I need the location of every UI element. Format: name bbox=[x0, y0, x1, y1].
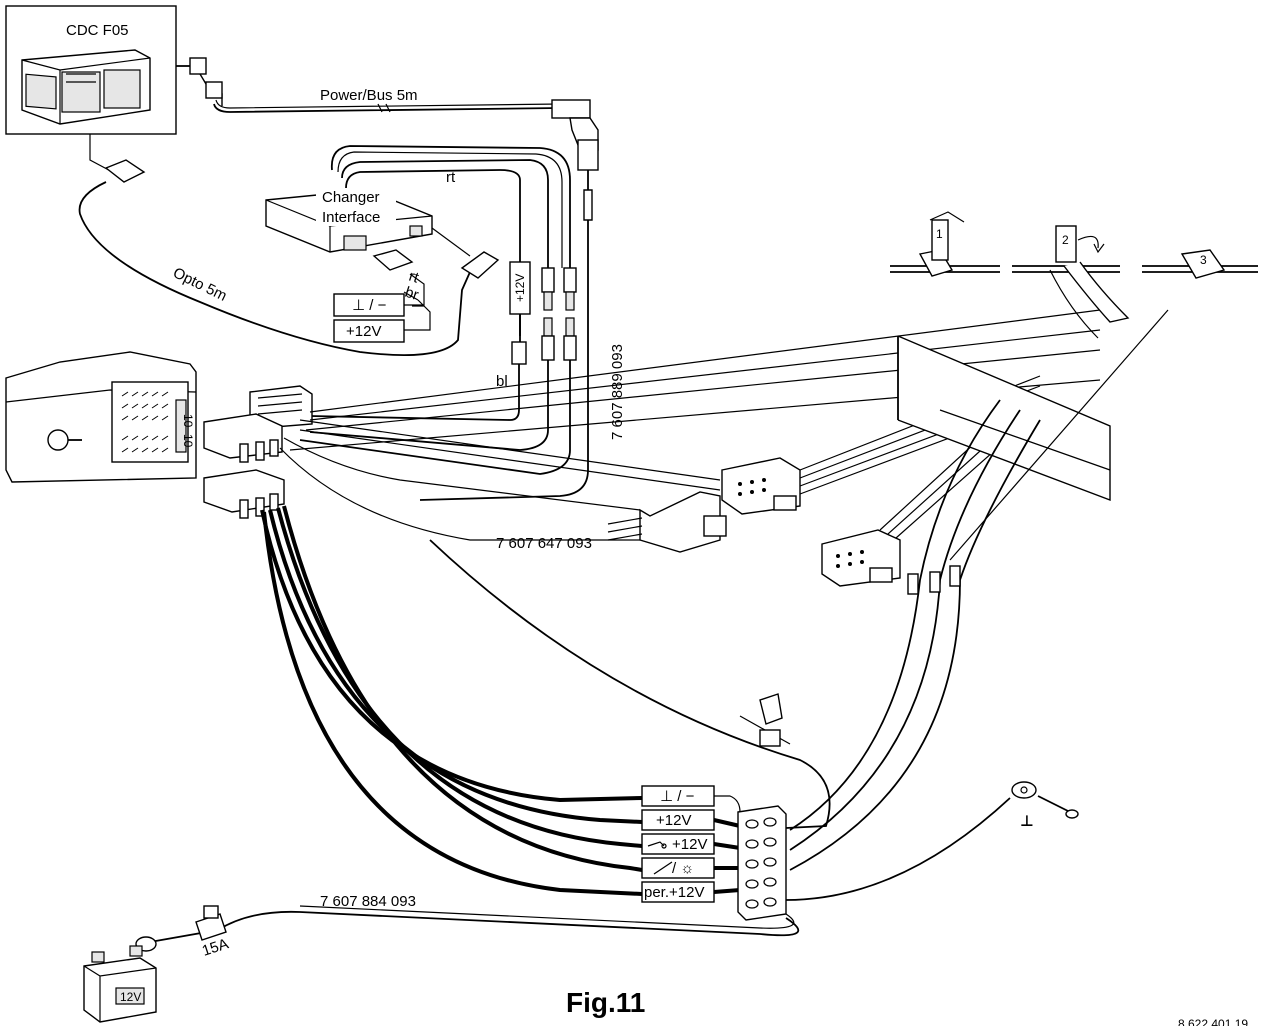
radio-iso-connectors bbox=[203, 385, 313, 519]
clip-steps: 1 2 3 bbox=[890, 211, 1258, 339]
battery-icon: 12V bbox=[83, 945, 157, 1023]
rt-top-label: rt bbox=[446, 169, 456, 186]
interface-label-2: Interface bbox=[322, 209, 380, 226]
terminal-12v bbox=[333, 319, 405, 343]
terminal-labels: ⊥ / − +12V +12V / ☼ per.+12V bbox=[641, 785, 741, 903]
clip-step-2: 2 bbox=[1062, 233, 1069, 247]
svg-text:+12V: +12V bbox=[656, 812, 691, 829]
changer-interface: Changer Interface rt br ⊥ / − +12V bbox=[265, 188, 471, 343]
ground-symbol: ⊥ bbox=[1020, 813, 1034, 830]
ground-lead: ⊥ bbox=[429, 539, 1079, 901]
svg-text:⊥ / −: ⊥ / − bbox=[660, 788, 695, 805]
svg-text:⊥ / −: ⊥ / − bbox=[352, 297, 387, 314]
radio-unit: 10 10 bbox=[5, 351, 197, 483]
pin-label-2: 10 bbox=[181, 434, 195, 448]
svg-text:per.+12V: per.+12V bbox=[644, 884, 704, 901]
signal-wires: rt +12V bl 7 607 889 093 bbox=[299, 145, 626, 475]
terminal-block bbox=[737, 805, 787, 921]
svg-text:+12V: +12V bbox=[672, 836, 707, 853]
battery-lead: 7 607 884 093 15A bbox=[135, 893, 800, 960]
svg-text:+12V: +12V bbox=[513, 274, 527, 302]
harness-main-label: 7 607 647 093 bbox=[496, 535, 592, 552]
vehicle-leads bbox=[789, 309, 1169, 871]
power-wires bbox=[260, 505, 643, 896]
bl-label: bl bbox=[496, 373, 508, 390]
main-harness: 7 607 647 093 bbox=[279, 309, 1101, 587]
clip-step-3: 3 bbox=[1200, 253, 1207, 267]
interface-label-1: Changer bbox=[322, 189, 380, 206]
cd-changer: CDC F05 bbox=[5, 5, 223, 135]
svg-text:+12V: +12V bbox=[346, 323, 381, 340]
document-number: 8 622 401 19 bbox=[1178, 1017, 1248, 1026]
power-bus-cable: Power/Bus 5m bbox=[213, 87, 599, 501]
battery-label: 12V bbox=[120, 990, 141, 1004]
pin-label-1: 10 bbox=[181, 414, 195, 428]
power-bus-label: Power/Bus 5m bbox=[320, 87, 418, 104]
figure-caption: Fig.11 bbox=[566, 987, 645, 1018]
harness-battery-label: 7 607 884 093 bbox=[320, 893, 416, 910]
harness-vertical-label: 7 607 889 093 bbox=[609, 344, 626, 440]
clip-step-1: 1 bbox=[936, 227, 943, 241]
svg-text:/ ☼: / ☼ bbox=[672, 860, 694, 877]
changer-label: CDC F05 bbox=[66, 22, 129, 39]
interface-br-label: br bbox=[403, 284, 421, 304]
opto-cable: Opto 5m bbox=[78, 134, 500, 356]
opto-label: Opto 5m bbox=[170, 264, 229, 304]
vehicle-panel bbox=[897, 335, 1111, 502]
